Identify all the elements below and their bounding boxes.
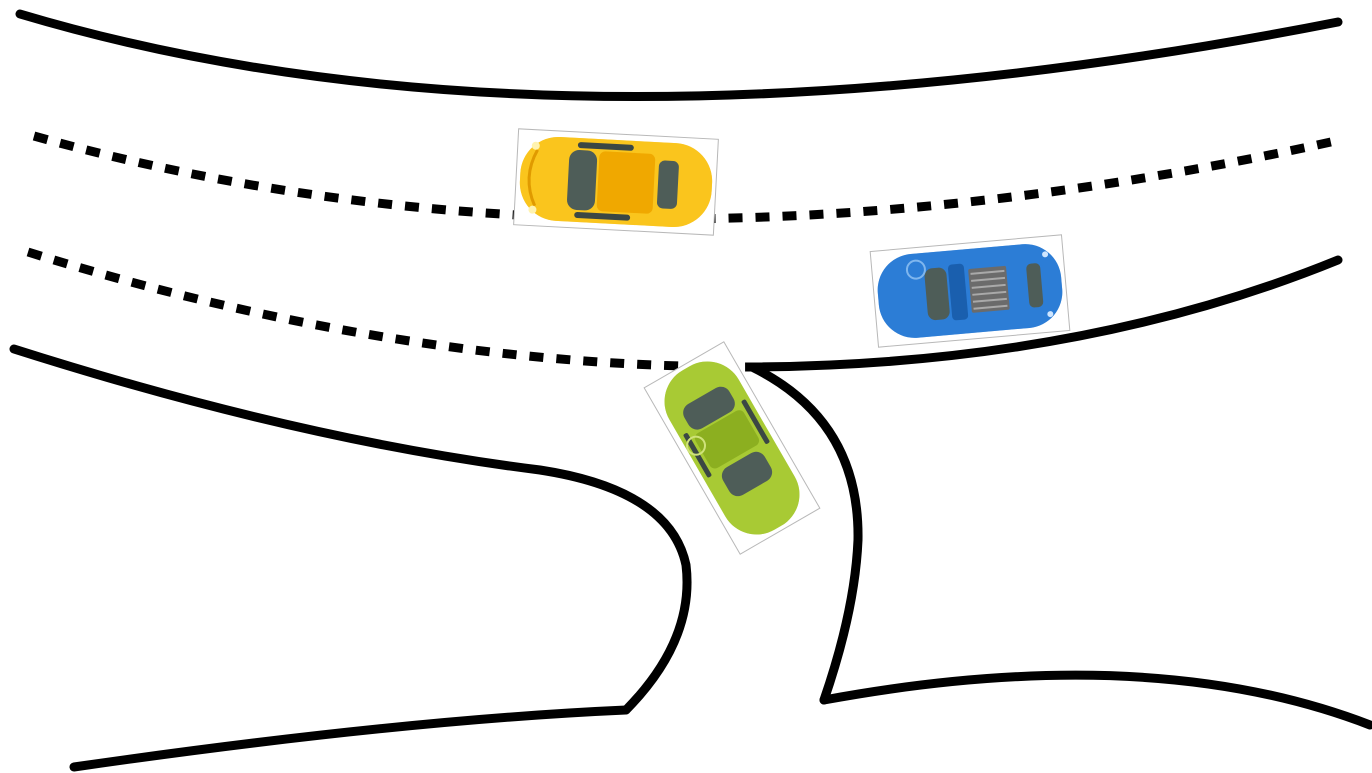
- road-edge-bottom-left: [74, 710, 626, 767]
- road-edge-left-lower: [14, 349, 687, 710]
- road-edge-top: [20, 14, 1338, 97]
- blue-car: [870, 235, 1070, 347]
- road-edge-bottom-right: [824, 675, 1370, 725]
- green-car: [644, 342, 820, 554]
- lane-line-lower: [28, 252, 752, 367]
- yellow-car: [514, 129, 719, 235]
